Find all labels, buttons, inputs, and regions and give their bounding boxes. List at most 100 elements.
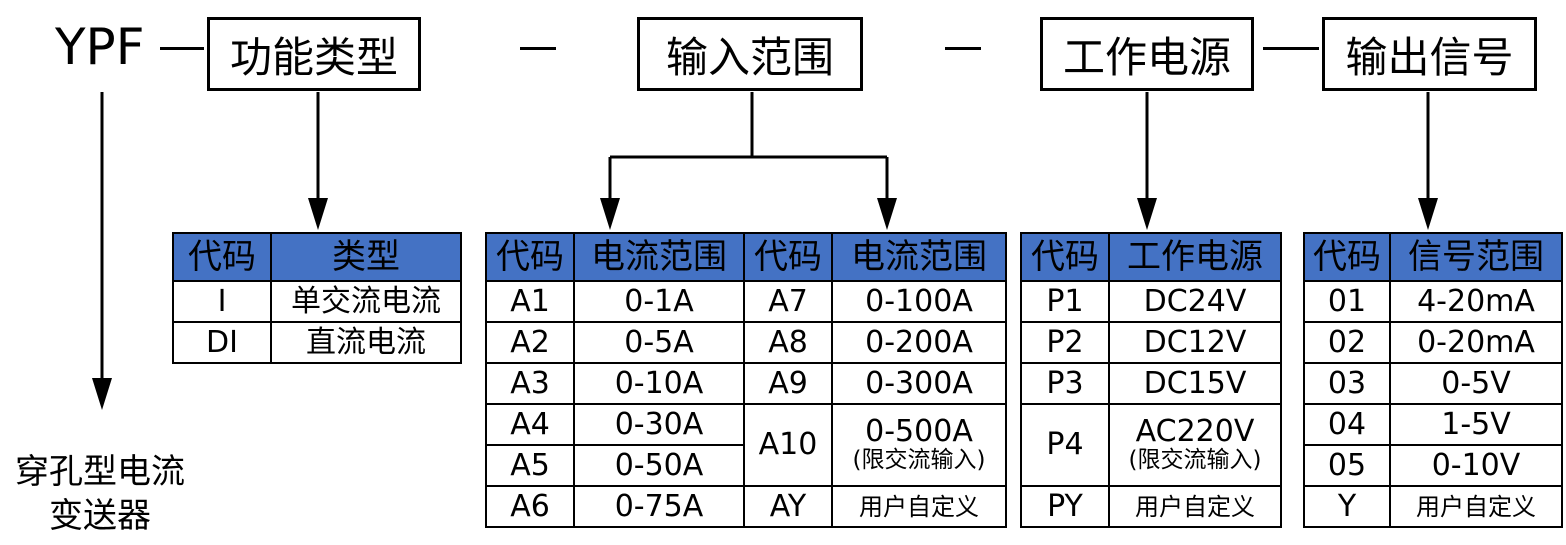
range-cell: 0-30A: [573, 403, 745, 446]
code-cell: 02: [1303, 321, 1391, 364]
model-prefix: YPF: [55, 18, 145, 76]
code-cell: A10: [743, 403, 833, 487]
input-range-table: 代码 电流范围 代码 电流范围 A1 0-1A A7 0-100A A2 0-5…: [485, 232, 1007, 528]
table-row: A3 0-10A A9 0-300A: [485, 362, 1007, 405]
table-header-row: 代码 工作电源: [1020, 232, 1282, 282]
code-cell: I: [172, 280, 272, 323]
table-row: P1 DC24V: [1020, 280, 1282, 323]
power-arrow-head: [1137, 198, 1157, 230]
code-cell: P1: [1020, 280, 1110, 323]
value-cell: DC15V: [1108, 362, 1282, 405]
range-cell: 0-300A: [831, 362, 1007, 405]
range-cell: 0-75A: [573, 485, 745, 528]
segment-power-supply: 工作电源: [1040, 17, 1254, 91]
code-cell: A6: [485, 485, 575, 528]
dash-4: [1263, 47, 1319, 50]
table-row: PY 用户自定义: [1020, 485, 1282, 528]
code-cell: Y: [1303, 485, 1391, 528]
table-row: Y 用户自定义: [1303, 485, 1563, 528]
code-cell: 03: [1303, 362, 1391, 405]
code-cell: P4: [1020, 403, 1110, 487]
code-cell: A9: [743, 362, 833, 405]
dash-2: [520, 47, 556, 50]
value-cell: 0-5V: [1389, 362, 1563, 405]
dash-3: [945, 47, 981, 50]
header-signal: 信号范围: [1389, 232, 1563, 282]
code-cell: PY: [1020, 485, 1110, 528]
input-arrow-head-right: [877, 198, 897, 230]
table-row: 02 0-20mA: [1303, 321, 1563, 364]
caption-line-2: 变送器: [49, 496, 151, 536]
code-cell: 01: [1303, 280, 1391, 323]
table-row: I 单交流电流: [172, 280, 462, 323]
header-range: 电流范围: [573, 232, 745, 282]
header-code: 代码: [743, 232, 833, 282]
table-header-row: 代码 信号范围: [1303, 232, 1563, 282]
header-code: 代码: [1020, 232, 1110, 282]
table-header-row: 代码 电流范围 代码 电流范围: [485, 232, 1007, 282]
segment-input-range: 输入范围: [637, 17, 863, 91]
table-row: P4 AC220V (限交流输入): [1020, 403, 1282, 487]
table-row: A5 0-50A: [485, 444, 1006, 487]
header-code: 代码: [1303, 232, 1391, 282]
header-range: 电流范围: [831, 232, 1007, 282]
range-note: (限交流输入): [852, 447, 986, 473]
range-cell: 0-50A: [573, 444, 745, 487]
header-type: 类型: [270, 232, 462, 282]
header-code: 代码: [172, 232, 272, 282]
range-value: 0-500A: [865, 414, 973, 449]
code-cell: P3: [1020, 362, 1110, 405]
segment-function-type: 功能类型: [207, 17, 421, 91]
table-row: A2 0-5A A8 0-200A: [485, 321, 1007, 364]
value-cell: 单交流电流: [270, 280, 462, 323]
table-row: A1 0-1A A7 0-100A: [485, 280, 1007, 323]
function-arrow-head: [308, 198, 328, 230]
table-row: 03 0-5V: [1303, 362, 1563, 405]
value-cell-p4: AC220V (限交流输入): [1108, 403, 1282, 487]
code-cell: 04: [1303, 403, 1391, 446]
code-cell: A7: [743, 280, 833, 323]
ypf-arrow-head: [92, 378, 112, 410]
value-cell: 用户自定义: [1389, 485, 1563, 528]
table-row: P2 DC12V: [1020, 321, 1282, 364]
header-power: 工作电源: [1108, 232, 1282, 282]
code-cell: A5: [485, 444, 575, 487]
power-value: AC220V: [1135, 414, 1255, 449]
function-type-table: 代码 类型 I 单交流电流 DI 直流电流: [172, 232, 462, 364]
range-cell: 0-100A: [831, 280, 1007, 323]
value-cell: 用户自定义: [1108, 485, 1282, 528]
value-cell: 直流电流: [270, 321, 462, 364]
value-cell: DC24V: [1108, 280, 1282, 323]
value-cell: DC12V: [1108, 321, 1282, 364]
output-signal-table: 代码 信号范围 01 4-20mA 02 0-20mA 03 0-5V 04 1…: [1303, 232, 1563, 528]
code-cell: A2: [485, 321, 575, 364]
product-caption: 穿孔型电流 变送器: [0, 450, 200, 538]
value-cell: 0-10V: [1389, 444, 1563, 487]
segment-output-signal: 输出信号: [1322, 17, 1537, 91]
table-row: 05 0-10V: [1303, 444, 1563, 487]
table-row: 01 4-20mA: [1303, 280, 1563, 323]
code-cell: DI: [172, 321, 272, 364]
value-cell: 4-20mA: [1389, 280, 1563, 323]
code-cell: 05: [1303, 444, 1391, 487]
table-row: P3 DC15V: [1020, 362, 1282, 405]
code-cell: A4: [485, 403, 575, 446]
code-cell: P2: [1020, 321, 1110, 364]
dash-1: [160, 47, 204, 50]
table-header-row: 代码 类型: [172, 232, 462, 282]
range-cell: 0-1A: [573, 280, 745, 323]
range-cell: 0-200A: [831, 321, 1007, 364]
table-row: A6 0-75A AY 用户自定义: [485, 485, 1007, 528]
table-row: 04 1-5V: [1303, 403, 1563, 446]
table-row: A4 0-30A A10 0-500A (限交流输入): [485, 403, 1007, 487]
power-supply-table: 代码 工作电源 P1 DC24V P2 DC12V P3 DC15V P4 AC…: [1020, 232, 1282, 528]
code-cell: A3: [485, 362, 575, 405]
input-arrow-head-left: [600, 198, 620, 230]
output-arrow-head: [1418, 198, 1438, 230]
code-cell: A1: [485, 280, 575, 323]
code-cell: A8: [743, 321, 833, 364]
range-cell: 0-10A: [573, 362, 745, 405]
range-cell-a10: 0-500A (限交流输入): [831, 403, 1007, 487]
code-cell: AY: [743, 485, 833, 528]
